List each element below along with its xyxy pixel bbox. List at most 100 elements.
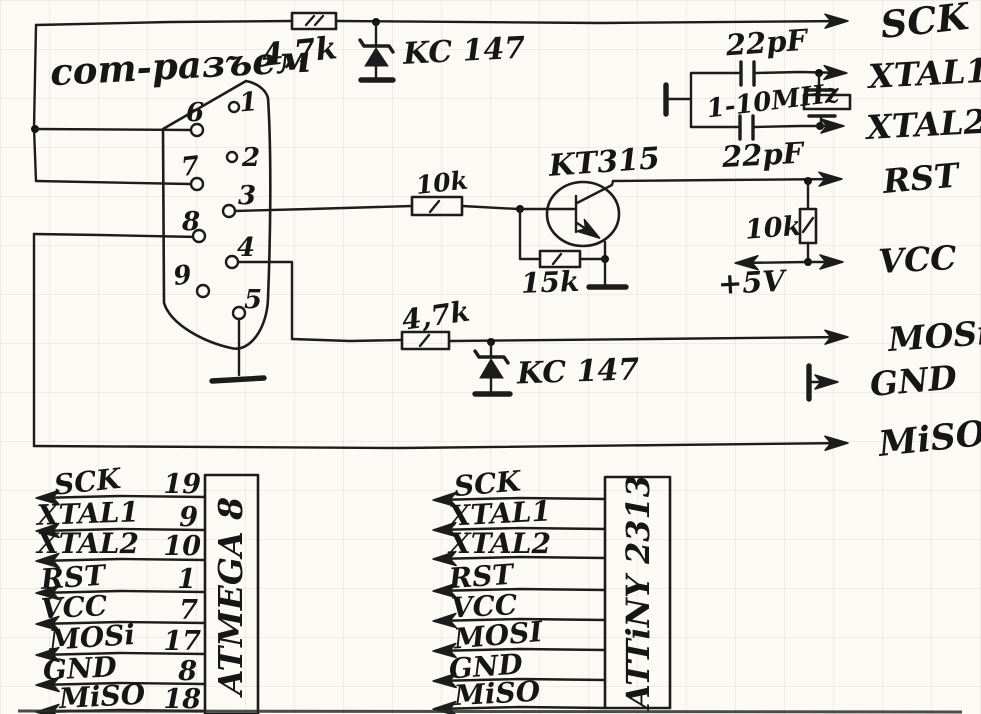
atmega8-line-vcc xyxy=(35,615,207,632)
atmega8-name: ATMEGA 8 xyxy=(211,497,250,698)
atmega8-line-gnd xyxy=(35,676,207,693)
connector-title: com-разъем xyxy=(49,37,312,95)
label-miso: MiSO xyxy=(876,413,981,465)
atmega8-line-rst xyxy=(35,584,207,601)
wire-pin4-down xyxy=(232,260,294,341)
atmega8-label-mosi: MOSi xyxy=(47,618,136,657)
atmega8-label-gnd: GND xyxy=(42,650,118,687)
attiny-line-rst xyxy=(432,582,607,599)
db9-pin-7-contact xyxy=(189,176,205,192)
attiny-label-miso: MiSO xyxy=(452,675,541,713)
db9-pin-5-label: 5 xyxy=(244,285,262,315)
zener-top-cathode-bar xyxy=(358,38,395,54)
atmega8-label-rst: RST xyxy=(39,558,109,596)
attiny-line-xtal1 xyxy=(432,521,607,538)
cap-bottom-plates xyxy=(738,114,755,141)
label-zener-top: KC 147 xyxy=(401,31,526,72)
atmega8-pin-vcc: 7 xyxy=(179,595,198,626)
atmega8-pin-rst: 1 xyxy=(177,564,196,595)
label-resistor-10k-base: 10k xyxy=(414,166,469,200)
label-resistor-4k7-top: 4,7k xyxy=(260,30,339,74)
attiny-label-mosi: MOSI xyxy=(452,615,545,656)
transistor-body xyxy=(545,180,621,248)
atmega8-line-mosi xyxy=(35,646,207,663)
wire-sck-left-vertical xyxy=(32,23,38,183)
db9-pin-4-label: 4 xyxy=(237,233,255,263)
zener-top-triangle xyxy=(364,47,389,67)
resistor-4k7-mosi-hatch xyxy=(418,333,431,348)
label-resistor-4k7-mosi: 4,7k xyxy=(400,295,472,337)
label-resistor-10k-pullup: 10k xyxy=(744,211,802,246)
atmega8-label-miso: MiSO xyxy=(57,678,146,714)
ground-pin5 xyxy=(209,375,267,384)
wire-pin7 xyxy=(34,179,192,186)
zener-mosi-cathode-bar xyxy=(473,349,510,365)
db9-pin-7-label: 7 xyxy=(180,151,201,183)
attiny2313-name: ATTiNY 2313 xyxy=(619,475,657,712)
attiny2313-pinout: ATTiNY 2313 SCK XTAL1 XTAL2 RST VCC MOSI… xyxy=(432,464,672,714)
label-rst: RST xyxy=(880,155,962,201)
wire-pin3-to-r10k xyxy=(232,204,414,213)
atmega8-line-xtal2 xyxy=(35,552,207,569)
attiny-label-vcc: VCC xyxy=(450,588,519,624)
db9-pin-2-label: 2 xyxy=(241,143,260,173)
attiny-label-sck: SCK xyxy=(453,464,524,503)
wire-sck-left xyxy=(34,19,294,27)
atmega8-label-xtal1: XTAL1 xyxy=(34,495,139,532)
db9-pin-8-label: 8 xyxy=(181,207,200,237)
wire-pin6 xyxy=(33,127,192,132)
wire-mosi xyxy=(447,329,849,345)
wire-rst xyxy=(611,171,843,187)
attiny-label-rst: RST xyxy=(447,558,517,596)
crystal-body xyxy=(802,93,852,111)
label-zener-mosi: KC 147 xyxy=(515,352,639,391)
resistor-10k-base-hatch xyxy=(428,199,441,214)
net-mosi: 4,7k MOSi KC 147 xyxy=(232,260,981,397)
db9-pin-1-contact xyxy=(227,100,241,114)
attiny-line-miso xyxy=(432,700,607,714)
atmega8-label-xtal2: XTAL2 xyxy=(35,527,139,560)
resistor-15k-hatch xyxy=(551,252,563,266)
wire-sck-right xyxy=(334,13,849,29)
atmega8-label-sck: SCK xyxy=(52,462,124,502)
attiny-line-vcc xyxy=(432,612,607,629)
attiny-label-xtal2: XTAL2 xyxy=(447,527,551,560)
db9-pin-9-contact xyxy=(195,283,211,299)
label-cap-bottom: 22pF xyxy=(720,136,806,174)
attiny-line-gnd xyxy=(432,672,607,689)
attiny-label-xtal1: XTAL1 xyxy=(446,494,552,532)
net-miso: MiSO xyxy=(32,232,981,465)
attiny2313-box xyxy=(603,475,672,710)
cap-top-plates xyxy=(739,60,756,87)
db9-pin-6-contact xyxy=(189,122,205,138)
zener-mosi-triangle xyxy=(479,358,504,379)
atmega8-line-sck xyxy=(35,489,207,506)
db9-pin-1-label: 1 xyxy=(238,87,259,118)
db9-shell xyxy=(161,79,272,350)
atmega8-pin-gnd: 8 xyxy=(177,656,197,687)
oscillator-section: 22pF XTAL1 1-10MHz 22pF XTAL2 xyxy=(663,23,981,174)
net-gnd: GND xyxy=(806,358,959,404)
attiny-line-sck xyxy=(432,491,607,508)
db9-pin-9-label: 9 xyxy=(172,260,194,292)
wire-pin4-to-r xyxy=(290,337,404,343)
atmega8-pin-miso: 18 xyxy=(163,684,201,714)
db9-pin-8-contact xyxy=(191,228,207,244)
atmega8-pin-xtal2: 10 xyxy=(163,531,201,562)
transistor-collector xyxy=(575,179,615,205)
resistor-4k7-top-hatch xyxy=(304,14,325,27)
label-mosi: MOSi xyxy=(886,313,981,359)
db9-pin-4-contact xyxy=(224,254,240,270)
label-xtal2: XTAL2 xyxy=(863,102,981,147)
atmega8-pinout: ATMEGA 8 SCK 19 XTAL1 9 XTAL2 10 RST 1 V… xyxy=(34,462,260,714)
attiny-line-xtal2 xyxy=(432,550,607,567)
label-gnd: GND xyxy=(868,358,958,404)
net-rst: 10k KT315 RST 15k 10k VCC +5V xyxy=(232,141,963,302)
label-cap-top: 22pF xyxy=(724,23,811,63)
label-sck: SCK xyxy=(878,0,972,47)
label-plus5v: +5V xyxy=(717,264,788,302)
wire-xtal2-right xyxy=(753,118,845,134)
wire-15k-left xyxy=(518,208,542,261)
wire-r10k-to-base xyxy=(460,204,520,211)
